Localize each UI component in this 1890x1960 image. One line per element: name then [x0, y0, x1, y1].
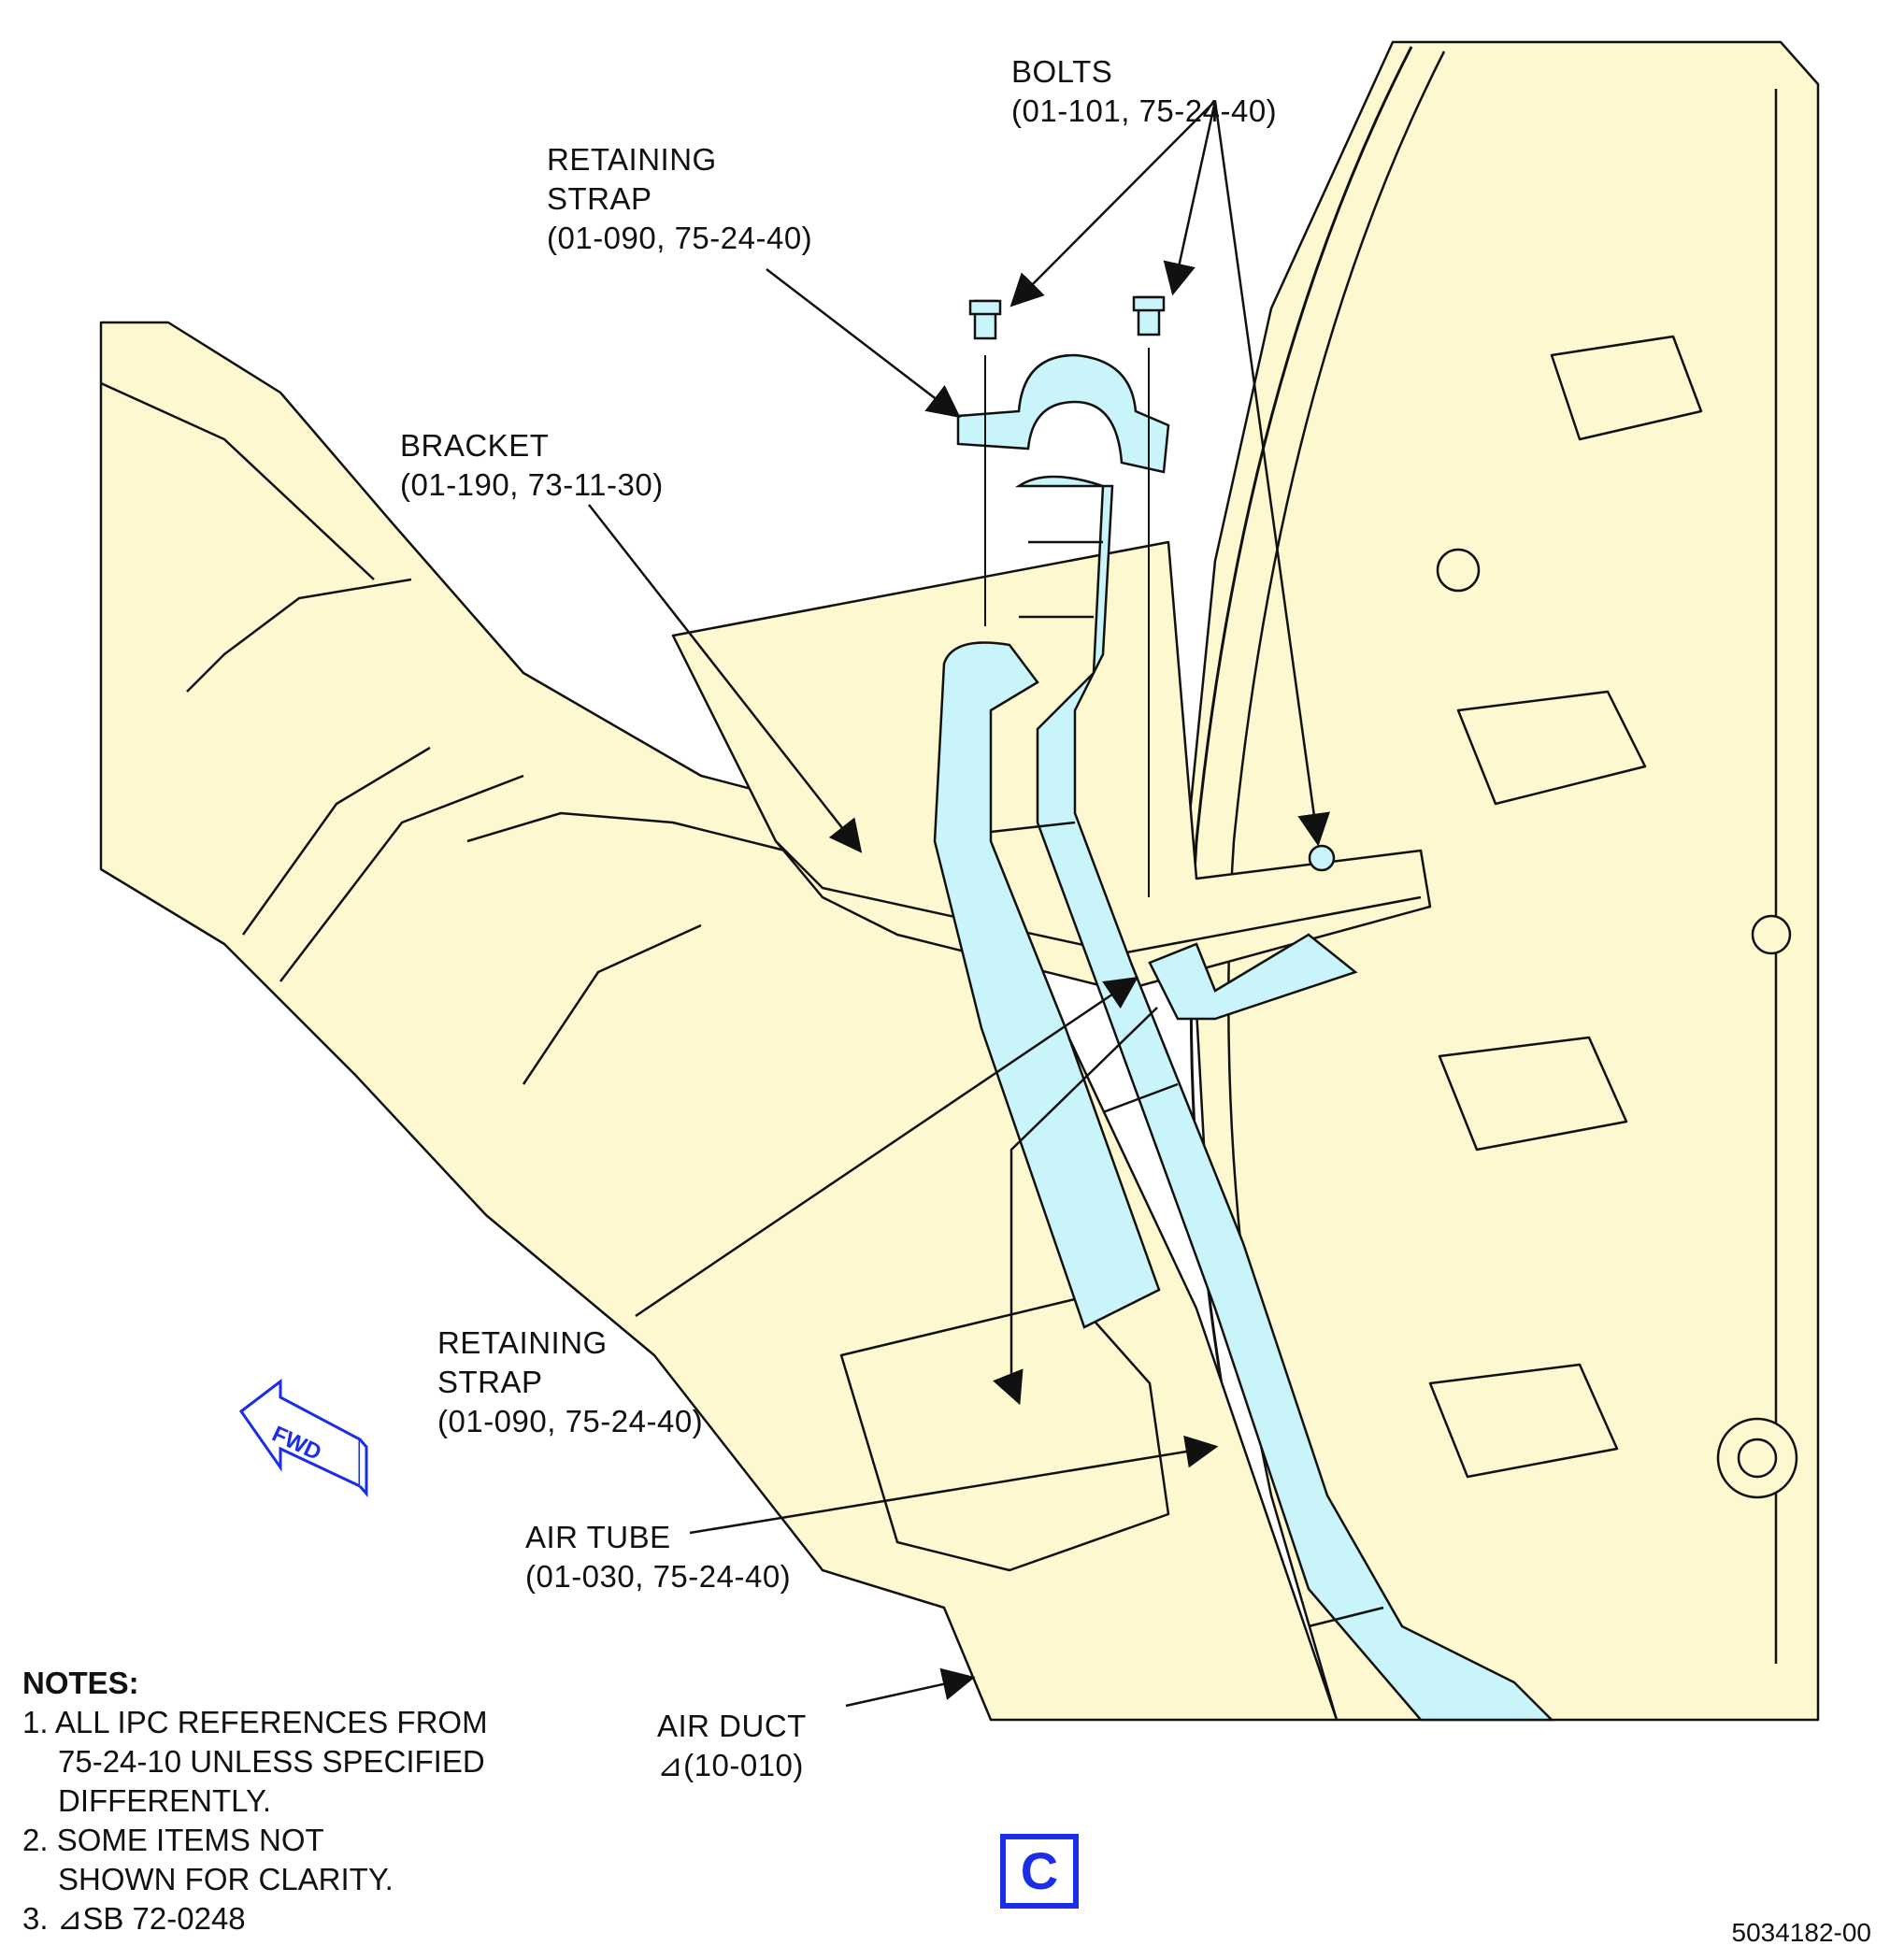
label-air-tube-ref: (01-030, 75-24-40) — [525, 1559, 792, 1594]
label-strap-bottom-ref: (01-090, 75-24-40) — [437, 1404, 704, 1438]
sb-triangle-icon: ⊿ — [657, 1748, 684, 1782]
label-bracket-ref: (01-190, 73-11-30) — [400, 467, 664, 502]
label-bolts: BOLTS (01-101, 75-24-40) — [1011, 52, 1277, 131]
bolt-bottom — [1308, 844, 1336, 872]
sb-triangle-icon: ⊿ — [56, 1901, 83, 1936]
leader-bolts-2 — [1163, 100, 1217, 296]
note-2-line-2: SHOWN FOR CLARITY. — [58, 1862, 394, 1896]
note-1-line-1: 1. ALL IPC REFERENCES FROM — [22, 1705, 488, 1739]
label-strap-top-ref: (01-090, 75-24-40) — [547, 221, 813, 255]
strap-bottom — [1148, 933, 1358, 1021]
note-3-ref: SB 72-0248 — [82, 1901, 246, 1936]
label-bolts-ref: (01-101, 75-24-40) — [1011, 93, 1278, 128]
label-strap-bottom-line1: RETAINING — [437, 1325, 608, 1360]
leader-strap-top — [766, 268, 961, 419]
note-1-line-2: 75-24-10 UNLESS SPECIFIED — [58, 1744, 485, 1779]
leader-bolts-1 — [1009, 100, 1216, 308]
label-retaining-strap-bottom: RETAINING STRAP (01-090, 75-24-40) — [437, 1323, 703, 1441]
notes-title: NOTES: — [22, 1666, 139, 1700]
leader-air-duct — [845, 1667, 976, 1708]
note-2-line-1: 2. SOME ITEMS NOT — [22, 1823, 324, 1857]
fwd-arrow — [238, 1378, 368, 1497]
label-air-tube: AIR TUBE (01-030, 75-24-40) — [525, 1518, 791, 1596]
note-3-number: 3. — [22, 1901, 49, 1936]
leader-bracket — [588, 504, 863, 853]
label-retaining-strap-top: RETAINING STRAP (01-090, 75-24-40) — [547, 140, 812, 258]
leader-air-tube — [689, 1435, 1219, 1535]
note-1-line-3: DIFFERENTLY. — [58, 1783, 271, 1818]
label-bracket: BRACKET (01-190, 73-11-30) — [400, 426, 664, 505]
leader-strap-bottom-2 — [993, 1007, 1158, 1406]
engine-case — [1185, 40, 1820, 1722]
air-tube-shape — [933, 475, 1555, 1722]
label-bracket-name: BRACKET — [400, 428, 550, 463]
notes-block: NOTES: 1. ALL IPC REFERENCES FROM 75-24-… — [22, 1664, 488, 1939]
label-strap-bottom-line2: STRAP — [437, 1365, 543, 1399]
view-letter-box: C — [1000, 1834, 1079, 1909]
label-strap-top-line2: STRAP — [547, 181, 652, 216]
fittings — [1428, 335, 1798, 1499]
strap-top — [956, 353, 1170, 474]
drawing-number: 5034182-00 — [1731, 1918, 1871, 1947]
label-air-tube-name: AIR TUBE — [525, 1520, 671, 1554]
label-air-duct-ref: (10-010) — [683, 1748, 804, 1782]
label-air-duct: AIR DUCT ⊿(10-010) — [657, 1707, 807, 1785]
label-strap-top-line1: RETAINING — [547, 142, 717, 177]
leader-bolts-3 — [1213, 100, 1331, 847]
leader-strap-bottom-1 — [635, 977, 1138, 1318]
label-air-duct-name: AIR DUCT — [657, 1709, 807, 1743]
label-bolts-name: BOLTS — [1011, 54, 1113, 89]
